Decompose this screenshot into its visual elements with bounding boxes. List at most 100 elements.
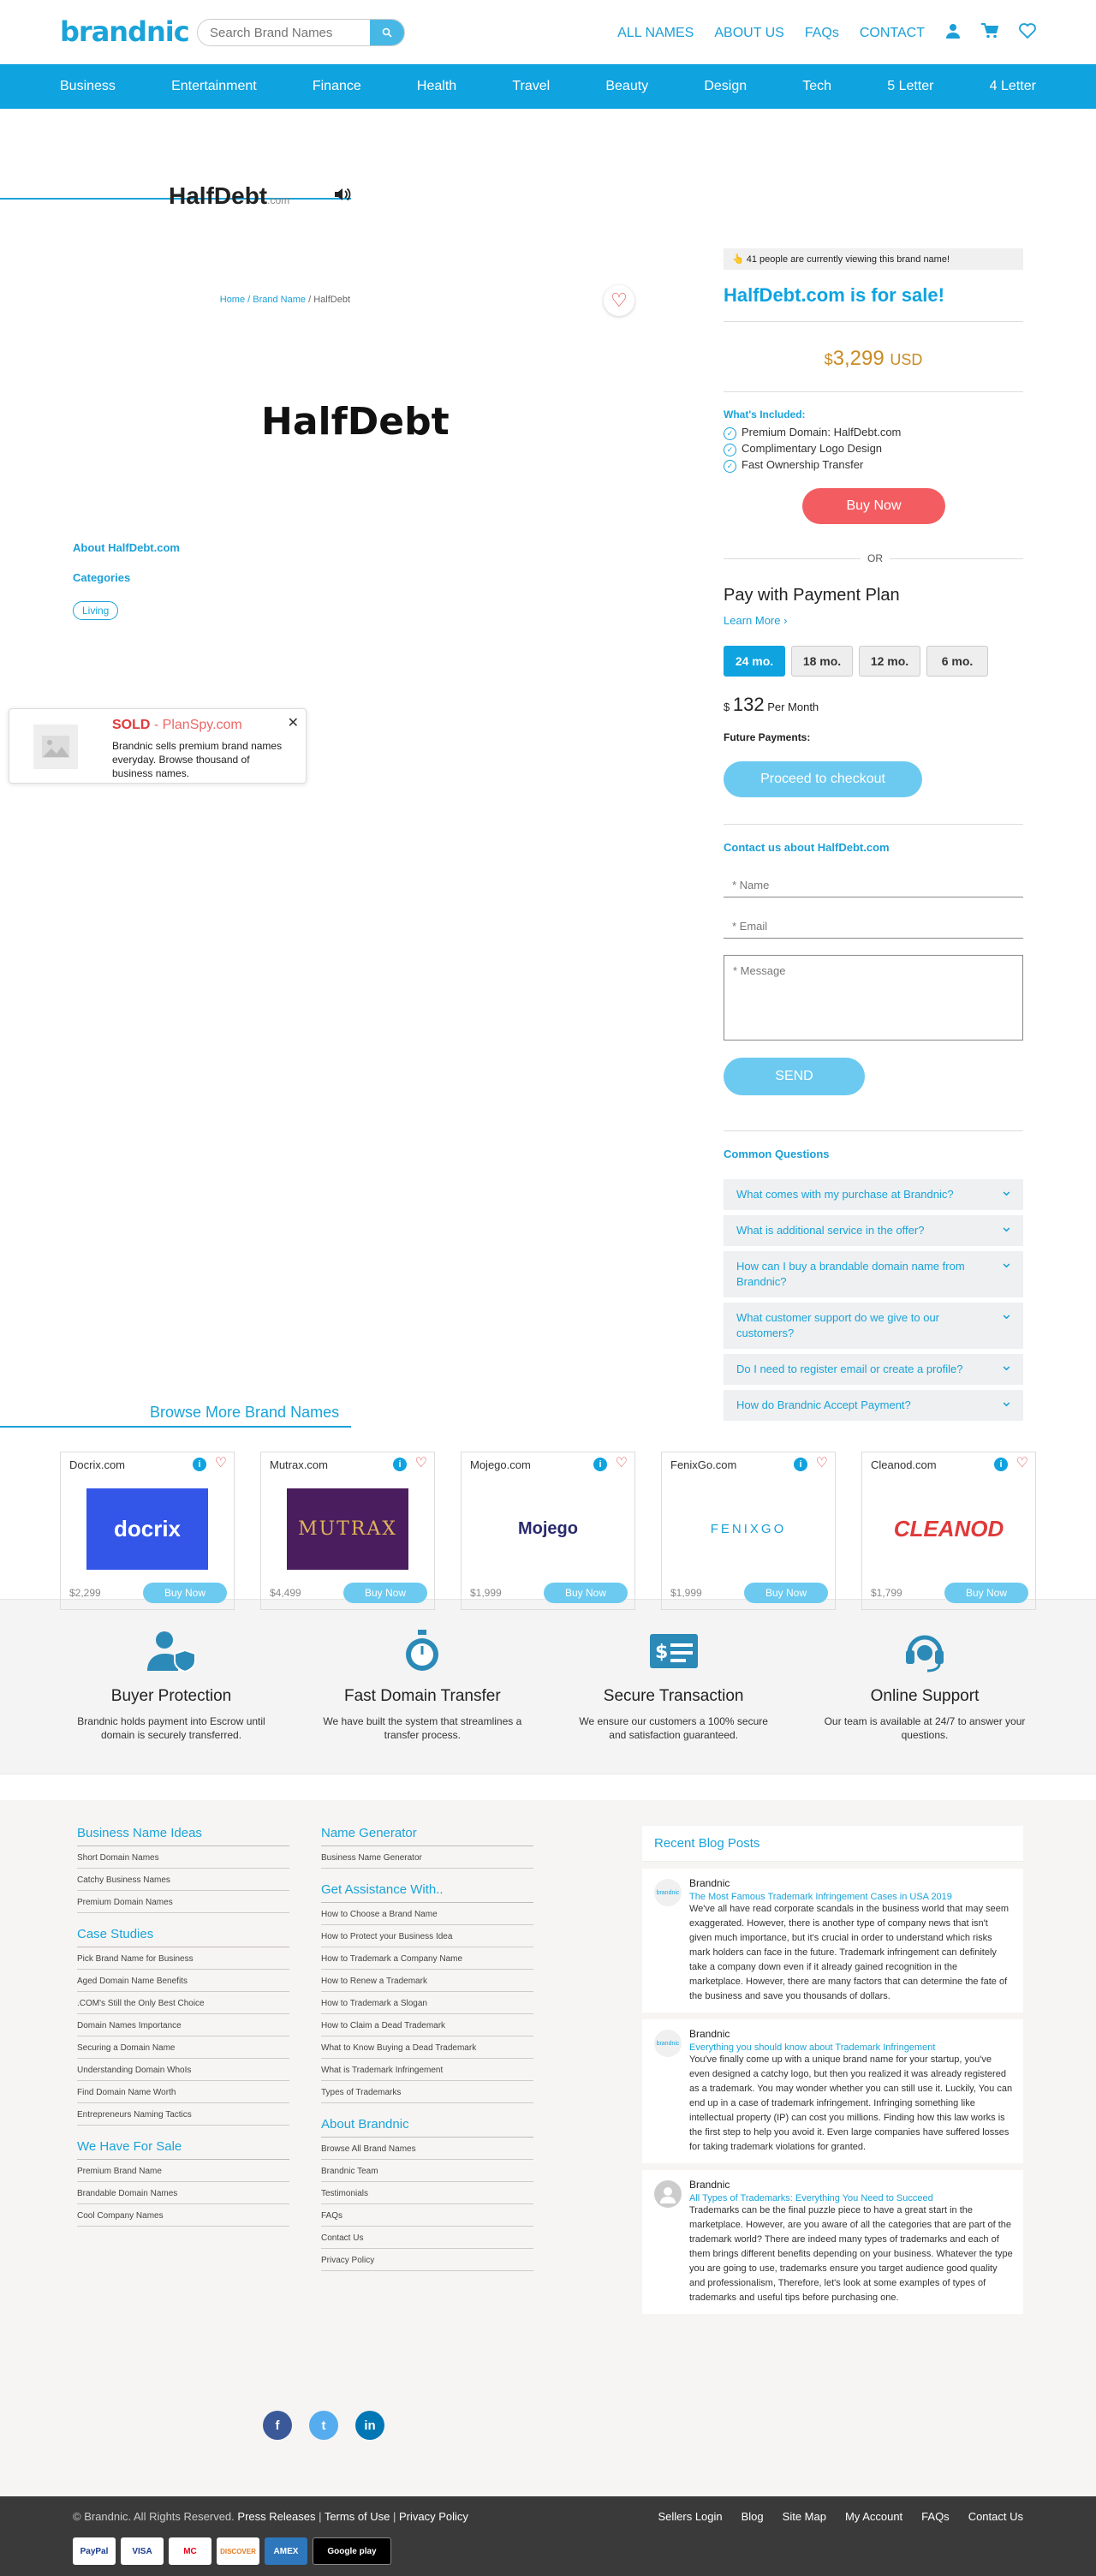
category-4-letter[interactable]: 4 Letter xyxy=(989,79,1036,93)
heart-icon[interactable]: ♡ xyxy=(1016,1456,1028,1470)
brand-card-buy-button[interactable]: Buy Now xyxy=(143,1583,227,1603)
blog-post[interactable]: Brandnic All Types of Trademarks: Everyt… xyxy=(642,2170,1023,2314)
nav-faqs[interactable]: FAQs xyxy=(804,26,839,40)
faq-item[interactable]: What comes with my purchase at Brandnic? xyxy=(724,1179,1023,1210)
info-icon[interactable]: i xyxy=(393,1458,407,1471)
footer-link[interactable]: Entrepreneurs Naming Tactics xyxy=(77,2103,289,2126)
brand-card-buy-button[interactable]: Buy Now xyxy=(944,1583,1028,1603)
favorite-button[interactable]: ♡ xyxy=(604,285,634,316)
breadcrumb-home[interactable]: Home xyxy=(219,295,246,305)
press-releases-link[interactable]: Press Releases xyxy=(237,2510,316,2523)
info-icon[interactable]: i xyxy=(193,1458,206,1471)
footer-link[interactable]: .COM's Still the Only Best Choice xyxy=(77,1992,289,2014)
category-business[interactable]: Business xyxy=(60,79,116,93)
footer-link[interactable]: Premium Domain Names xyxy=(77,1891,289,1913)
footer-link[interactable]: How to Claim a Dead Trademark xyxy=(321,2014,533,2036)
footer-link[interactable]: Understanding Domain WhoIs xyxy=(77,2059,289,2081)
footer-link[interactable]: Privacy Policy xyxy=(321,2249,533,2271)
footer-link[interactable]: Browse All Brand Names xyxy=(321,2138,533,2160)
footer-link[interactable]: Find Domain Name Worth xyxy=(77,2081,289,2103)
nav-contact[interactable]: CONTACT xyxy=(859,26,925,40)
contact-us-link[interactable]: Contact Us xyxy=(968,2510,1023,2523)
footer-link[interactable]: Premium Brand Name xyxy=(77,2160,289,2182)
site-logo[interactable]: brandnic xyxy=(60,15,190,48)
info-icon[interactable]: i xyxy=(794,1458,807,1471)
brand-card-name[interactable]: Cleanod.com xyxy=(871,1458,937,1471)
user-icon[interactable] xyxy=(945,23,961,44)
plan-12-months[interactable]: 12 mo. xyxy=(859,646,920,677)
brand-card[interactable]: Mojego.com i ♡ Mojego $1,999 Buy Now xyxy=(461,1452,635,1610)
send-button[interactable]: SEND xyxy=(724,1058,865,1095)
blog-post[interactable]: brandnic Brandnic The Most Famous Tradem… xyxy=(642,1869,1023,2012)
facebook-icon[interactable]: f xyxy=(263,2411,292,2440)
info-icon[interactable]: i xyxy=(994,1458,1008,1471)
footer-link[interactable]: Securing a Domain Name xyxy=(77,2036,289,2059)
footer-link[interactable]: Types of Trademarks xyxy=(321,2081,533,2103)
brand-card-name[interactable]: FenixGo.com xyxy=(670,1458,737,1471)
category-finance[interactable]: Finance xyxy=(312,79,361,93)
info-icon[interactable]: i xyxy=(593,1458,607,1471)
breadcrumb-brand-name[interactable]: Brand Name xyxy=(253,295,307,305)
heart-icon[interactable]: ♡ xyxy=(214,1456,227,1470)
footer-link[interactable]: What is Trademark Infringement xyxy=(321,2059,533,2081)
footer-link[interactable]: Domain Names Importance xyxy=(77,2014,289,2036)
category-health[interactable]: Health xyxy=(416,79,457,93)
message-field[interactable]: * Message xyxy=(724,955,1023,1041)
footer-link[interactable]: Business Name Generator xyxy=(321,1846,533,1869)
category-beauty[interactable]: Beauty xyxy=(605,79,649,93)
footer-link[interactable]: Short Domain Names xyxy=(77,1846,289,1869)
brand-card[interactable]: Cleanod.com i ♡ CLEANOD $1,799 Buy Now xyxy=(861,1452,1036,1610)
learn-more-link[interactable]: Learn More › xyxy=(724,614,788,627)
footer-link[interactable]: How to Choose a Brand Name xyxy=(321,1903,533,1925)
footer-link[interactable]: How to Trademark a Slogan xyxy=(321,1992,533,2014)
nav-all-names[interactable]: ALL NAMES xyxy=(617,26,694,40)
footer-link[interactable]: Testimonials xyxy=(321,2182,533,2204)
blog-post-title[interactable]: The Most Famous Trademark Infringement C… xyxy=(689,1892,952,1902)
brand-card-name[interactable]: Mutrax.com xyxy=(270,1458,328,1471)
my-account-link[interactable]: My Account xyxy=(844,2510,903,2523)
faqs-link[interactable]: FAQs xyxy=(921,2510,950,2523)
category-entertainment[interactable]: Entertainment xyxy=(171,79,257,93)
category-tag[interactable]: Living xyxy=(73,601,119,620)
footer-link[interactable]: What to Know Buying a Dead Trademark xyxy=(321,2036,533,2059)
faq-item[interactable]: What is additional service in the offer? xyxy=(724,1215,1023,1246)
footer-link[interactable]: Contact Us xyxy=(321,2227,533,2249)
footer-link[interactable]: Brandable Domain Names xyxy=(77,2182,289,2204)
twitter-icon[interactable]: t xyxy=(309,2411,338,2440)
footer-link[interactable]: Catchy Business Names xyxy=(77,1869,289,1891)
faq-item[interactable]: What customer support do we give to our … xyxy=(724,1303,1023,1349)
faq-item[interactable]: Do I need to register email or create a … xyxy=(724,1354,1023,1385)
footer-link[interactable]: Cool Company Names xyxy=(77,2204,289,2227)
brand-card[interactable]: FenixGo.com i ♡ FENIXGO $1,999 Buy Now xyxy=(661,1452,836,1610)
footer-link[interactable]: How to Protect your Business Idea xyxy=(321,1925,533,1947)
brand-card-buy-button[interactable]: Buy Now xyxy=(544,1583,628,1603)
footer-link[interactable]: FAQs xyxy=(321,2204,533,2227)
brand-card[interactable]: Mutrax.com i ♡ MUTRAX $4,499 Buy Now xyxy=(260,1452,435,1610)
faq-item[interactable]: How do Brandnic Accept Payment? xyxy=(724,1390,1023,1421)
heart-icon[interactable]: ♡ xyxy=(414,1456,427,1470)
blog-post-title[interactable]: All Types of Trademarks: Everything You … xyxy=(689,2193,933,2203)
search-input[interactable] xyxy=(198,20,369,45)
brand-card-name[interactable]: Docrix.com xyxy=(69,1458,126,1471)
category-travel[interactable]: Travel xyxy=(512,79,551,93)
footer-link[interactable]: Pick Brand Name for Business xyxy=(77,1947,289,1970)
plan-6-months[interactable]: 6 mo. xyxy=(926,646,988,677)
heart-icon[interactable]: ♡ xyxy=(615,1456,628,1470)
footer-link[interactable]: How to Trademark a Company Name xyxy=(321,1947,533,1970)
footer-link[interactable]: Aged Domain Name Benefits xyxy=(77,1970,289,1992)
nav-about-us[interactable]: ABOUT US xyxy=(714,26,784,40)
name-field[interactable]: * Name xyxy=(724,874,1023,897)
brand-card-name[interactable]: Mojego.com xyxy=(470,1458,531,1471)
speaker-icon[interactable] xyxy=(334,187,351,207)
search-button[interactable] xyxy=(370,20,404,45)
buy-now-button[interactable]: Buy Now xyxy=(802,488,945,524)
category-5-letter[interactable]: 5 Letter xyxy=(887,79,934,93)
about-domain-link[interactable]: About HalfDebt.com xyxy=(73,541,180,554)
privacy-link[interactable]: Privacy Policy xyxy=(399,2510,468,2523)
close-icon[interactable]: ✕ xyxy=(287,716,299,730)
plan-24-months[interactable]: 24 mo. xyxy=(724,646,785,677)
sellers-login-link[interactable]: Sellers Login xyxy=(658,2510,723,2523)
blog-link[interactable]: Blog xyxy=(741,2510,764,2523)
footer-link[interactable]: Brandnic Team xyxy=(321,2160,533,2182)
terms-link[interactable]: Terms of Use xyxy=(324,2510,390,2523)
